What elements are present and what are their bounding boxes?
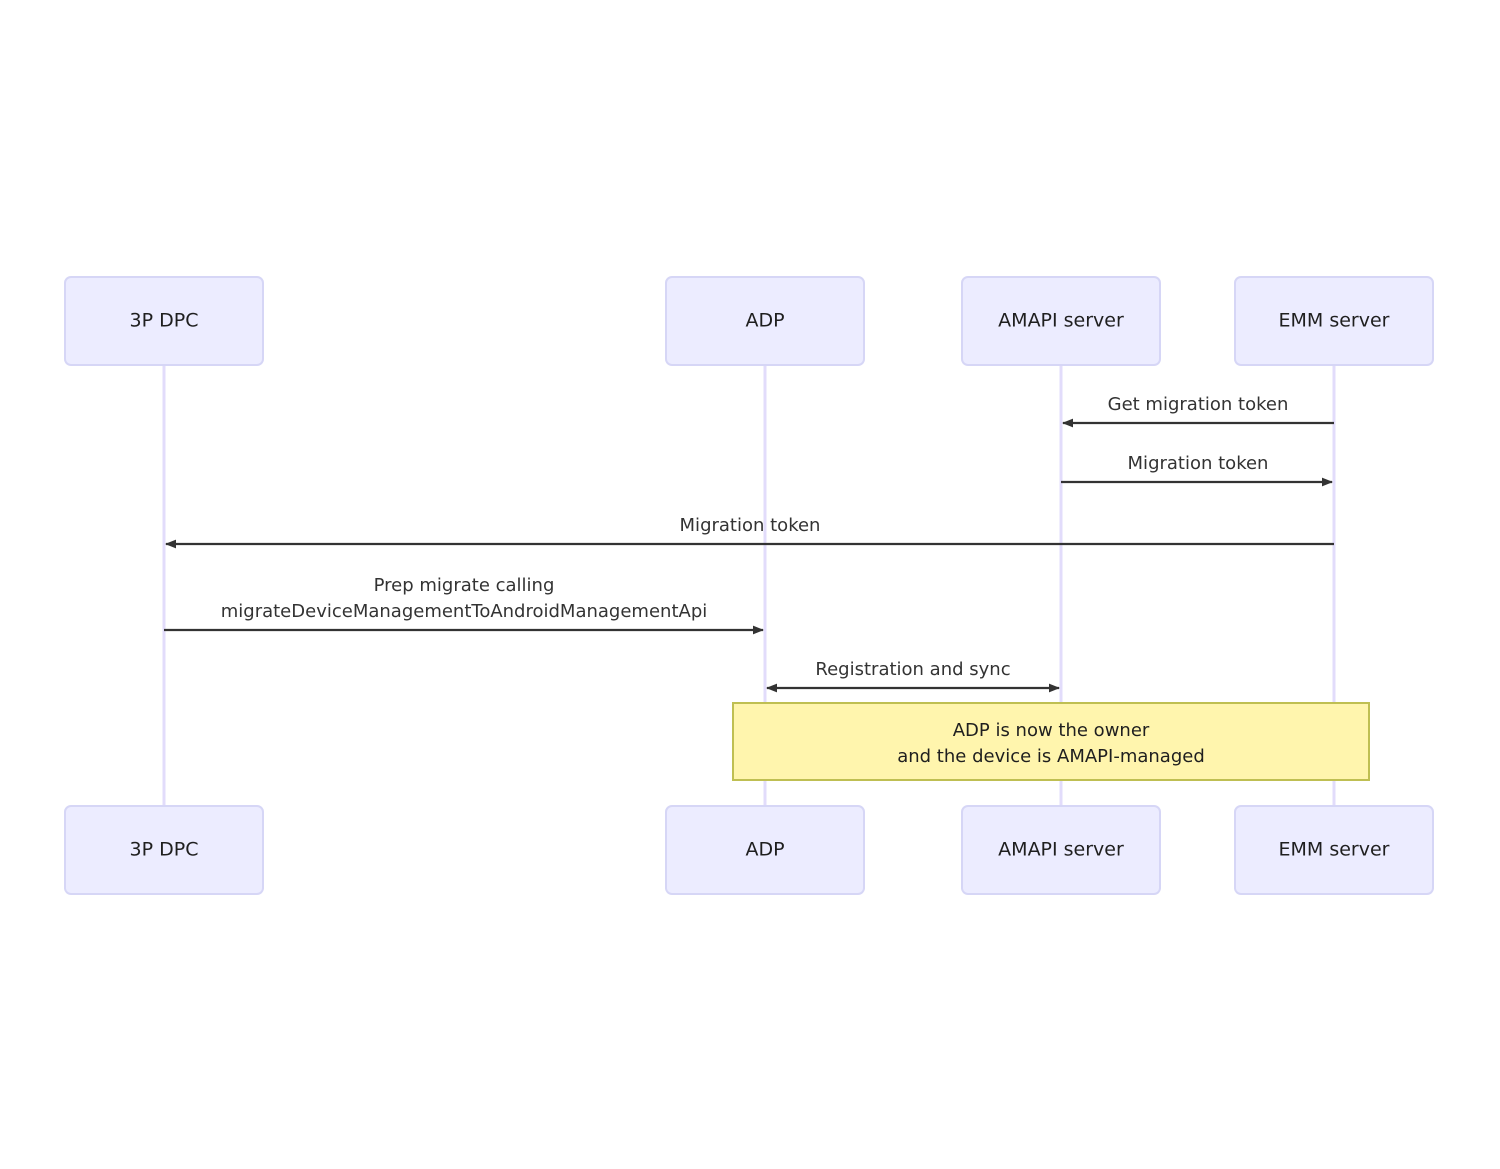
participant-box-adp-bottom[interactable] bbox=[665, 805, 865, 895]
note-adp-owner: ADP is now the owner and the device is A… bbox=[732, 702, 1370, 781]
message-prep-migrate[interactable]: Prep migrate calling migrateDeviceManage… bbox=[164, 575, 764, 635]
message-get-migration-token[interactable]: Get migration token bbox=[1062, 394, 1334, 428]
participant-label-amapi-bottom: AMAPI server bbox=[998, 839, 1124, 861]
participant-box-amapi-bottom[interactable] bbox=[961, 805, 1161, 895]
participant-label-emm: EMM server bbox=[1279, 310, 1390, 332]
participant-box-adp[interactable] bbox=[665, 276, 865, 366]
participant-footer-dpc[interactable]: 3P DPC bbox=[64, 805, 264, 895]
message-label-m1: Get migration token bbox=[1108, 394, 1289, 415]
participant-box-emm-bottom[interactable] bbox=[1234, 805, 1434, 895]
participant-footer-adp[interactable]: ADP bbox=[665, 805, 865, 895]
note-box bbox=[732, 702, 1370, 781]
message-migration-token-to-dpc[interactable]: Migration token bbox=[165, 515, 1334, 549]
participant-header-dpc[interactable]: 3P DPC bbox=[64, 276, 264, 366]
participant-footer-emm[interactable]: EMM server bbox=[1234, 805, 1434, 895]
participant-header-amapi[interactable]: AMAPI server bbox=[961, 276, 1161, 366]
note-line-1: ADP is now the owner bbox=[953, 720, 1150, 741]
participant-box-amapi[interactable] bbox=[961, 276, 1161, 366]
participant-label-dpc: 3P DPC bbox=[130, 310, 199, 332]
message-label-m4-line2: migrateDeviceManagementToAndroidManageme… bbox=[221, 601, 708, 622]
participant-label-adp-bottom: ADP bbox=[745, 839, 784, 861]
message-migration-token-to-emm[interactable]: Migration token bbox=[1061, 453, 1333, 487]
participant-label-adp: ADP bbox=[745, 310, 784, 332]
participant-header-emm[interactable]: EMM server bbox=[1234, 276, 1434, 366]
participant-box-dpc-bottom[interactable] bbox=[64, 805, 264, 895]
message-label-m3: Migration token bbox=[680, 515, 821, 536]
message-registration-and-sync[interactable]: Registration and sync bbox=[766, 659, 1060, 693]
participant-box-emm[interactable] bbox=[1234, 276, 1434, 366]
message-label-m5: Registration and sync bbox=[815, 659, 1010, 680]
participant-label-emm-bottom: EMM server bbox=[1279, 839, 1390, 861]
message-label-m4-line1: Prep migrate calling bbox=[374, 575, 555, 596]
note-line-2: and the device is AMAPI-managed bbox=[897, 746, 1205, 767]
participant-footer-amapi[interactable]: AMAPI server bbox=[961, 805, 1161, 895]
participant-header-adp[interactable]: ADP bbox=[665, 276, 865, 366]
participant-label-amapi: AMAPI server bbox=[998, 310, 1124, 332]
message-label-m2: Migration token bbox=[1128, 453, 1269, 474]
participant-box-dpc[interactable] bbox=[64, 276, 264, 366]
participant-label-dpc-bottom: 3P DPC bbox=[130, 839, 199, 861]
